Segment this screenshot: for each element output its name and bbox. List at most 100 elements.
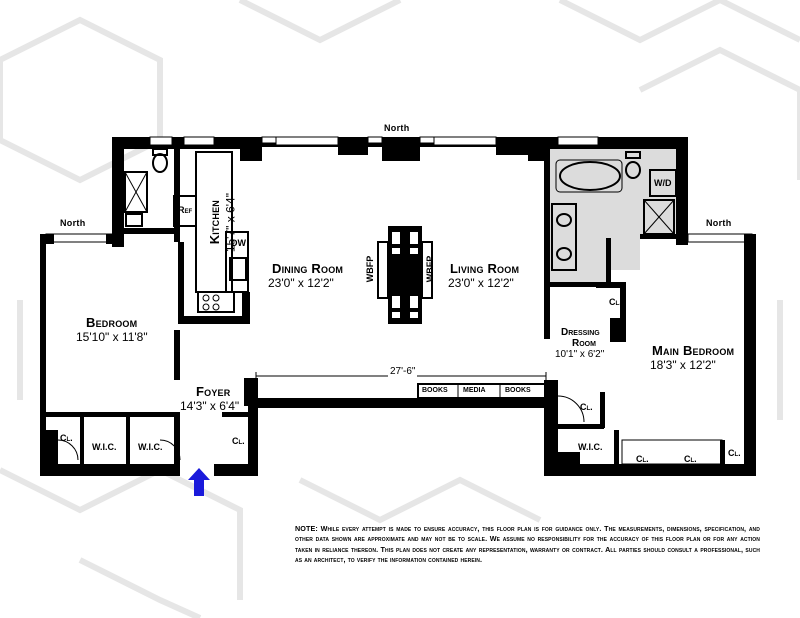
door-swing: [557, 395, 585, 423]
window: [557, 136, 599, 146]
wall: [112, 137, 124, 247]
wall: [248, 378, 258, 476]
window: [687, 233, 753, 243]
wall: [40, 430, 58, 476]
shower-icon: [124, 171, 148, 213]
wall: [546, 282, 612, 287]
wall: [544, 147, 550, 339]
wbfp-right-label: WBFP: [425, 255, 436, 283]
pier: [338, 137, 368, 155]
stove-icon: [197, 291, 235, 313]
bedroom-dims: 15'10" x 11'8": [76, 330, 148, 344]
living-room-dims: 23'0" x 12'2": [448, 276, 514, 290]
wall: [214, 464, 258, 476]
kitchen-name: Kitchen: [206, 200, 222, 245]
window: [45, 233, 113, 243]
main-bedroom-dims: 18'3" x 12'2": [650, 358, 716, 372]
wic-2-label: W.I.C.: [138, 442, 163, 452]
pier: [496, 137, 528, 155]
main-closet-label: Cl.: [580, 402, 593, 412]
main-closet-2-label: Cl.: [636, 454, 649, 464]
window: [433, 136, 497, 146]
shelf-books-right: BOOKS: [505, 387, 531, 394]
toilet-icon: [152, 153, 168, 173]
wall: [610, 318, 626, 342]
dw-label: DW: [231, 238, 246, 248]
dressing-closet-label: Cl.: [609, 297, 622, 307]
door-swing: [57, 439, 79, 461]
wall: [244, 378, 258, 406]
wall: [174, 330, 180, 380]
bathroom-floor: [550, 149, 676, 285]
wall: [178, 316, 250, 324]
window: [183, 136, 215, 146]
window: [261, 136, 277, 144]
living-room-name: Living Room: [450, 261, 520, 276]
window: [149, 136, 173, 146]
fireplace-right: [421, 241, 433, 299]
wall: [106, 234, 124, 244]
wall: [720, 440, 725, 466]
wall: [614, 430, 619, 476]
disclaimer-note: NOTE: While every attempt is made to ens…: [295, 524, 760, 566]
window: [275, 136, 339, 146]
wall: [256, 398, 548, 408]
window: [419, 136, 435, 144]
dressing-room-name-1: Dressing: [561, 327, 600, 338]
main-closet-3-label: Cl.: [684, 454, 697, 464]
north-label-top: North: [384, 123, 410, 133]
main-closet-4-label: Cl.: [728, 448, 741, 458]
entry-arrow-icon: [188, 468, 210, 496]
north-label-left: North: [60, 218, 86, 228]
wall: [126, 412, 130, 468]
dining-room-name: Dining Room: [272, 261, 344, 276]
foyer-name: Foyer: [196, 384, 231, 399]
wall: [544, 464, 756, 476]
wall: [124, 228, 176, 234]
fireplace-left: [377, 241, 389, 299]
wall: [744, 234, 756, 476]
wall: [544, 424, 604, 429]
main-wic-label: W.I.C.: [578, 442, 603, 452]
north-label-right: North: [706, 218, 732, 228]
wall: [40, 234, 54, 244]
wall: [642, 137, 682, 149]
pier: [240, 137, 262, 161]
shelf-media: MEDIA: [463, 387, 486, 394]
foyer-closet-label: Cl.: [232, 436, 245, 446]
dressing-room-dims: 10'1" x 6'2": [555, 349, 605, 360]
note-text: While every attempt is made to ensure ac…: [295, 524, 760, 565]
wall: [40, 464, 180, 476]
wall: [600, 392, 605, 428]
dishwasher-area: [225, 231, 249, 293]
shelf-books-left: BOOKS: [422, 387, 448, 394]
pier: [382, 137, 420, 161]
wall: [174, 412, 180, 476]
bedroom-closet-label: Cl.: [60, 433, 73, 443]
wall: [40, 412, 180, 417]
refrigerator: [173, 195, 197, 227]
wall: [620, 282, 626, 342]
washer-dryer-label: W/D: [654, 178, 672, 188]
wic-1-label: W.I.C.: [92, 442, 117, 452]
wall: [80, 412, 84, 468]
door-swing: [159, 439, 181, 461]
wall: [596, 282, 626, 288]
washer-dryer: [649, 169, 677, 197]
sink-icon: [556, 213, 572, 227]
kitchen-sink-icon: [229, 257, 247, 281]
span-dimension: 27'-6": [388, 366, 418, 377]
sink-icon: [125, 213, 143, 227]
ref-label: Ref: [178, 205, 193, 215]
bedroom-name: Bedroom: [86, 315, 138, 330]
wall: [222, 412, 258, 417]
toilet-icon: [625, 161, 641, 179]
wall: [606, 238, 611, 287]
main-bedroom-name: Main Bedroom: [652, 343, 735, 358]
wall: [640, 234, 688, 239]
wall: [676, 137, 688, 245]
toilet-tank: [152, 148, 168, 156]
bathtub-icon: [559, 161, 621, 191]
